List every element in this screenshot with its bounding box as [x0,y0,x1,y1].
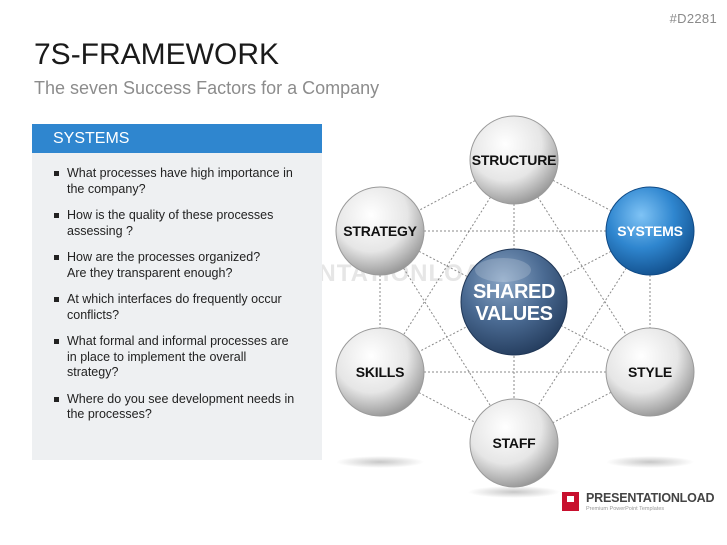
question-item: What processes have high importance in t… [54,166,304,197]
node-label-strategy: STRATEGY [343,223,417,239]
question-line: the processes? [67,407,152,421]
panel-header: SYSTEMS [32,124,322,153]
logo-name: PRESENTATIONLOAD [586,491,715,505]
floor-shadow [336,456,424,468]
question-item: How are the processes organized? Are the… [54,250,304,281]
logo-tagline: Premium PowerPoint Templates [586,506,665,512]
question-line: strategy? [67,365,119,379]
question-line: the company? [67,181,146,196]
node-strategy: STRATEGY [335,186,425,276]
floor-shadow [468,486,560,498]
node-staff: STAFF [469,398,559,488]
node-structure: STRUCTURE [469,115,559,205]
floor-shadow [606,456,694,468]
question-line: What formal and informal processes are [67,334,289,348]
node-style: STYLE [605,327,695,417]
logo-mark-icon [562,492,579,511]
node-label-systems: SYSTEMS [617,223,683,239]
slide-title: 7S-FRAMEWORK [34,38,280,71]
node-label-staff: STAFF [492,435,536,451]
node-label-values: VALUES [475,303,552,325]
question-line: assessing ? [67,223,134,238]
question-line: Are they transparent enough? [67,265,233,280]
question-item: At which interfaces do frequently occur … [54,292,304,323]
node-systems: SYSTEMS [605,186,695,276]
question-item: What formal and informal processes are i… [54,334,304,381]
node-label-style: STYLE [628,364,672,380]
question-line: Where do you see development needs in [67,391,295,406]
question-line: conflicts? [67,307,120,322]
node-label-structure: STRUCTURE [472,152,557,168]
question-item: Where do you see development needs in th… [54,392,304,423]
node-shared-values: SHARED VALUES [460,248,568,356]
systems-panel: SYSTEMS What processes have high importa… [32,124,322,460]
question-line: in place to implement the overall [67,349,247,364]
question-line: How is the quality of these processes [67,208,274,222]
node-label-skills: SKILLS [356,364,405,380]
presentationload-logo: PRESENTATIONLOAD Premium PowerPoint Temp… [562,491,715,515]
slide-subtitle: The seven Success Factors for a Company [34,78,380,98]
question-item: How is the quality of these processes as… [54,208,304,239]
question-list: What processes have high importance in t… [32,153,322,423]
question-line: At which interfaces do frequently occur [67,292,282,306]
question-line: What processes have high importance in [67,166,293,180]
node-skills: SKILLS [335,327,425,417]
question-line: How are the processes organized? [67,250,261,264]
node-label-shared: SHARED [473,281,555,303]
slide-id: #D2281 [669,11,717,26]
